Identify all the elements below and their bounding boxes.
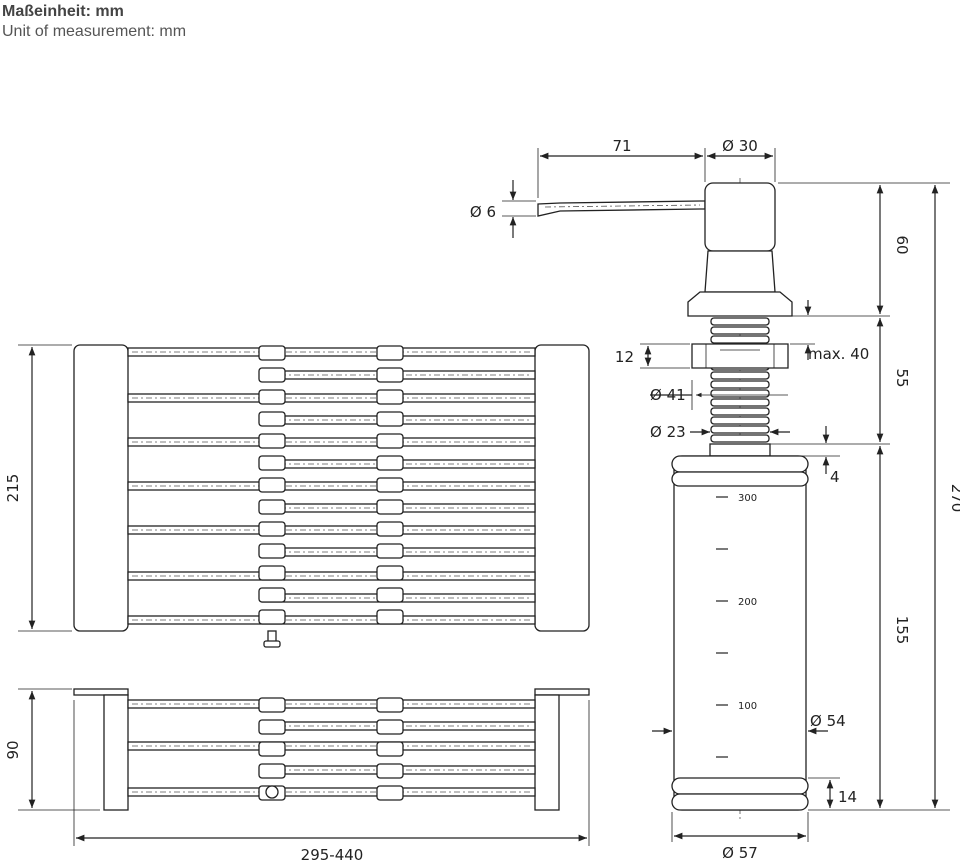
rack-side-height-label: 90 [4, 740, 22, 759]
gap-label: 4 [830, 468, 840, 486]
bottle-diameter-label: Ø 54 [810, 712, 846, 730]
base-height-label: 14 [838, 788, 857, 806]
thread-length-label: 55 [893, 368, 911, 387]
rack-side-view [73, 688, 590, 811]
rack-width-label: 295-440 [301, 846, 364, 864]
total-height-label: 270 [948, 484, 960, 513]
soap-dispenser: 300 200 100 [537, 178, 809, 820]
scale-label: 200 [738, 597, 757, 608]
rack-top-view [73, 344, 590, 648]
spout-diameter-label: Ø 6 [470, 203, 496, 221]
spout-length-label: 71 [612, 137, 631, 155]
scale-label: 100 [738, 701, 757, 712]
dispenser-dimensions: 71 Ø 30 Ø 6 60 55 155 270 max. 40 12 [470, 137, 960, 862]
rack-side-height-dimension: 90 [4, 688, 100, 811]
head-height-label: 60 [893, 235, 911, 254]
nut-height-label: 12 [615, 348, 634, 366]
bottle-height-label: 155 [893, 616, 911, 645]
unit-header: Maßeinheit: mm Unit of measurement: mm [2, 2, 186, 42]
rack-height-label: 215 [4, 474, 22, 503]
unit-title-en: Unit of measurement: mm [2, 23, 187, 40]
nut-diameter-label: Ø 41 [650, 386, 686, 404]
thread-diameter-label: Ø 23 [650, 423, 686, 441]
rack-height-dimension: 215 [4, 344, 72, 632]
max-clamp-label: max. 40 [808, 345, 869, 363]
base-diameter-label: Ø 57 [722, 844, 758, 862]
head-diameter-label: Ø 30 [722, 137, 758, 155]
rack-width-dimension: 295-440 [73, 700, 590, 864]
unit-title-de: Maßeinheit: mm [2, 3, 124, 20]
scale-label: 300 [738, 493, 757, 504]
